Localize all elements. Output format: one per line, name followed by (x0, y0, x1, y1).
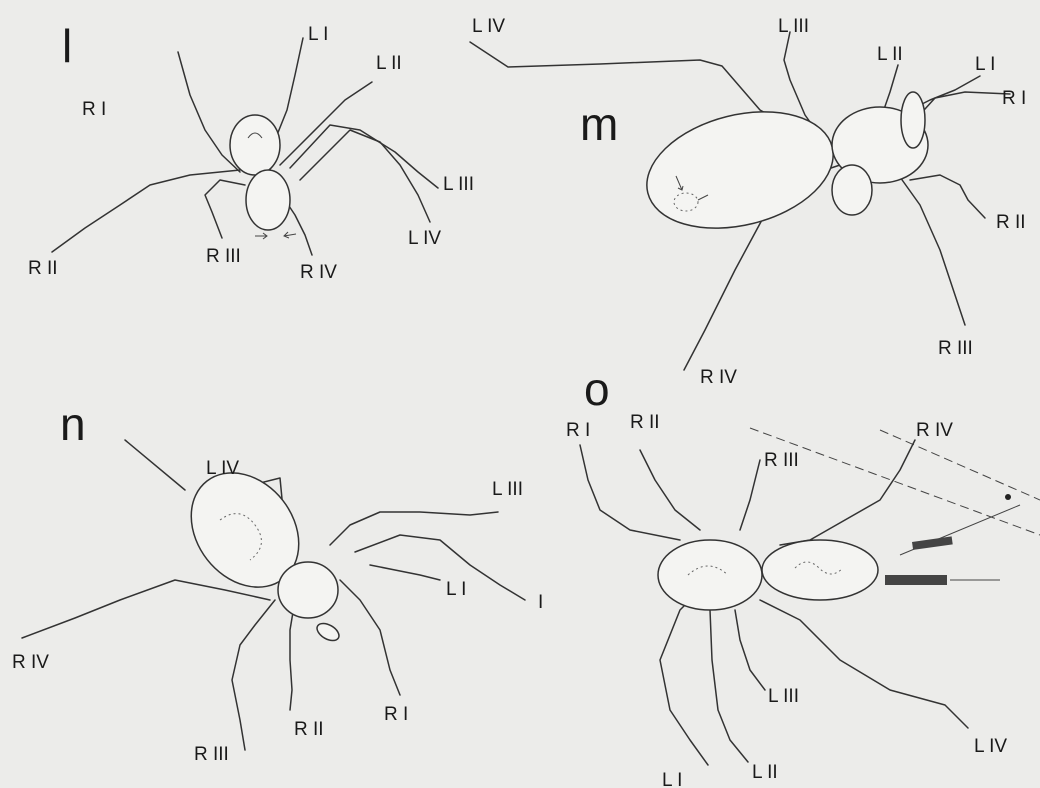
panel-n-label-r4: R IV (12, 652, 49, 673)
panel-m-label-r4: R IV (700, 367, 737, 388)
panel-m-leg-r3 (895, 170, 965, 325)
panel-m-label-l3: L III (778, 16, 809, 37)
panel-l-label-r1: R I (82, 99, 106, 120)
panel-o-leg-l2 (710, 610, 748, 762)
panel-o-dot (1005, 494, 1011, 500)
panel-m-label-r1: R I (1002, 88, 1026, 109)
panel-l-label-l1: L I (308, 24, 328, 45)
panel-o-label-l3: L III (768, 686, 799, 707)
panel-m-label-r2: R II (996, 212, 1026, 233)
panel-o-label-r2: R II (630, 412, 660, 433)
panel-m-label-r3: R III (938, 338, 973, 359)
panel-o-leg-r3 (740, 460, 760, 530)
panel-m-abdomen (635, 94, 846, 247)
panel-n-label-r2: R II (294, 719, 324, 740)
panel-o-label-l4: L IV (974, 736, 1007, 757)
panel-l-label-r3: R III (206, 246, 241, 267)
panel-m-label-l4: L IV (472, 16, 505, 37)
panel-n: n L IV L III L I I R IV R I R II R III (12, 398, 543, 765)
panel-o-label-r3: R III (764, 450, 799, 471)
panel-l-arrow-right (255, 233, 267, 239)
panel-m-letter: m (580, 98, 618, 150)
panel-o-leg-r4 (780, 440, 915, 545)
panel-n-label-r3: R III (194, 744, 229, 765)
panel-n-leg-l1 (370, 565, 440, 580)
panel-l-letter: l (62, 20, 72, 72)
panel-o: o R I R II R III R IV L III L IV L II L … (566, 363, 1040, 788)
panel-m: m L IV L III L II L I R I R II R III R I… (470, 16, 1026, 388)
panel-o-leg-l1 (660, 600, 708, 765)
panel-l-leg-r3 (205, 180, 245, 238)
panel-o-hatch-1 (912, 536, 953, 549)
panel-n-label-l3: L III (492, 479, 523, 500)
panel-m-leg-r2 (910, 175, 985, 218)
panel-o-leg-r2 (640, 450, 700, 530)
panel-o-letter: o (584, 363, 610, 415)
panel-n-leg-r3 (232, 600, 275, 750)
panel-l-label-l3: L III (443, 174, 474, 195)
panel-o-leg-r1 (580, 445, 680, 540)
panel-o-leg-l3 (735, 610, 765, 690)
panel-n-label-r1: R I (384, 704, 408, 725)
panel-n-leg-r1 (340, 580, 400, 695)
panel-m-coxa (832, 165, 872, 215)
panel-n-leg-r4 (22, 580, 270, 638)
panel-l-carapace (230, 115, 280, 175)
panel-n-label-i: I (538, 592, 543, 613)
panel-n-palp (314, 620, 342, 644)
panel-o-guide-line-2 (880, 430, 1040, 500)
panel-n-carapace (278, 562, 338, 618)
panel-l-arrow-left (284, 232, 296, 238)
panel-m-label-l2: L II (877, 44, 903, 65)
panel-l-label-r4: R IV (300, 262, 337, 283)
panel-o-abdomen (762, 540, 878, 600)
panel-o-label-l2: L II (752, 762, 778, 783)
panel-l-abdomen (246, 170, 290, 230)
panel-o-leg-l4 (760, 600, 968, 728)
panel-n-tether (125, 440, 185, 490)
panel-l-leg-l3 (290, 125, 438, 188)
panel-n-label-l1: L I (446, 579, 466, 600)
panel-m-chelicera (901, 92, 925, 148)
panel-l-leg-l2 (280, 82, 372, 165)
panel-n-letter: n (60, 398, 86, 450)
panel-l-label-r2: R II (28, 258, 58, 279)
panel-o-label-r4: R IV (916, 420, 953, 441)
panel-n-label-l4: L IV (206, 458, 239, 479)
panel-n-leg-r2 (290, 600, 295, 710)
panel-l-label-l2: L II (376, 53, 402, 74)
panel-l-leg-l4 (300, 130, 430, 222)
panel-o-hatch-2 (885, 575, 947, 585)
panel-o-label-r1: R I (566, 420, 590, 441)
panel-n-leg-l3 (330, 512, 498, 545)
panel-l: l R I L I L II L III L IV R II R III R I… (28, 20, 474, 283)
panel-l-label-l4: L IV (408, 228, 441, 249)
panel-o-carapace (658, 540, 762, 610)
panel-o-label-l1: L I (662, 770, 682, 788)
panel-m-label-l1: L I (975, 54, 995, 75)
